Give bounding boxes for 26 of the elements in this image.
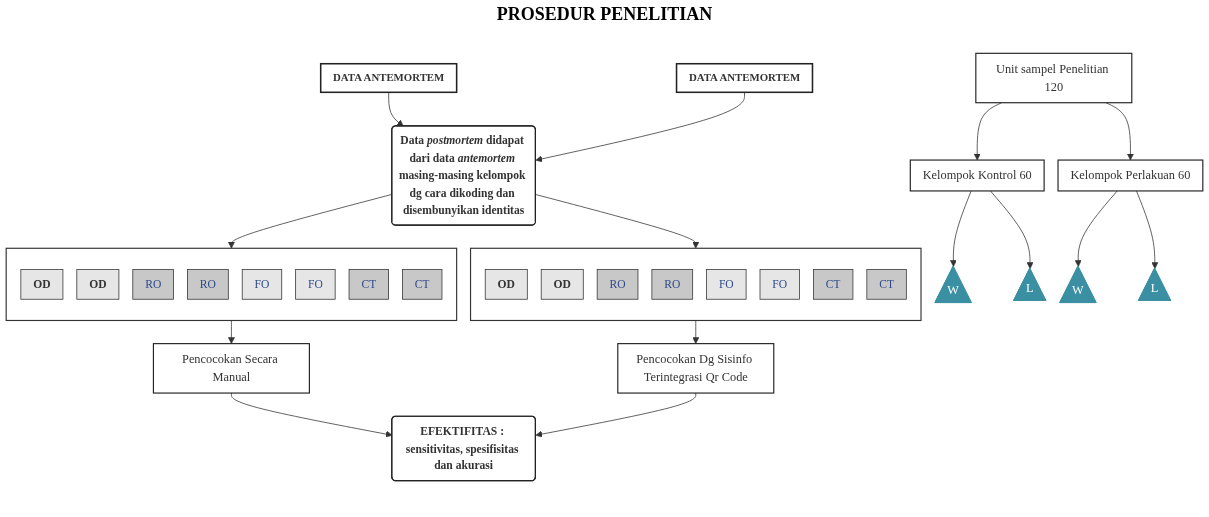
node-box: CT <box>402 269 443 300</box>
node-box: RO <box>651 269 694 300</box>
node-box: FO <box>759 269 800 300</box>
node-box: FO <box>241 269 283 300</box>
node-box: CT <box>866 269 907 300</box>
diagram-title: PROSEDUR PENELITIAN <box>495 4 714 25</box>
node-box: OD <box>20 269 64 300</box>
node-box: CT <box>348 269 389 300</box>
node-box: RO <box>132 269 174 300</box>
cluster <box>5 247 458 322</box>
node-box: OD <box>76 269 120 300</box>
node-box: Kelompok Kontrol 60 <box>909 159 1045 192</box>
node-box: FO <box>706 269 747 300</box>
node-box: Pencocokan Secara Manual <box>152 343 310 394</box>
node-box: RO <box>187 269 229 300</box>
node-box: DATA ANTEMORTEM <box>675 62 814 94</box>
node-box: RO <box>596 269 639 300</box>
node-box: Pencocokan Dg Sisinfo Terintegrasi Qr Code <box>617 343 775 394</box>
node-box: FO <box>295 269 336 300</box>
node-box: Unit sampel Penelitian 120 <box>975 52 1133 104</box>
node-box: CT <box>813 269 854 300</box>
node-box: Kelompok Perlakuan 60 <box>1057 159 1204 192</box>
node-box: OD <box>540 269 584 300</box>
node-box: OD <box>484 269 528 300</box>
cluster <box>469 247 922 322</box>
node-box: DATA ANTEMORTEM <box>319 62 458 94</box>
